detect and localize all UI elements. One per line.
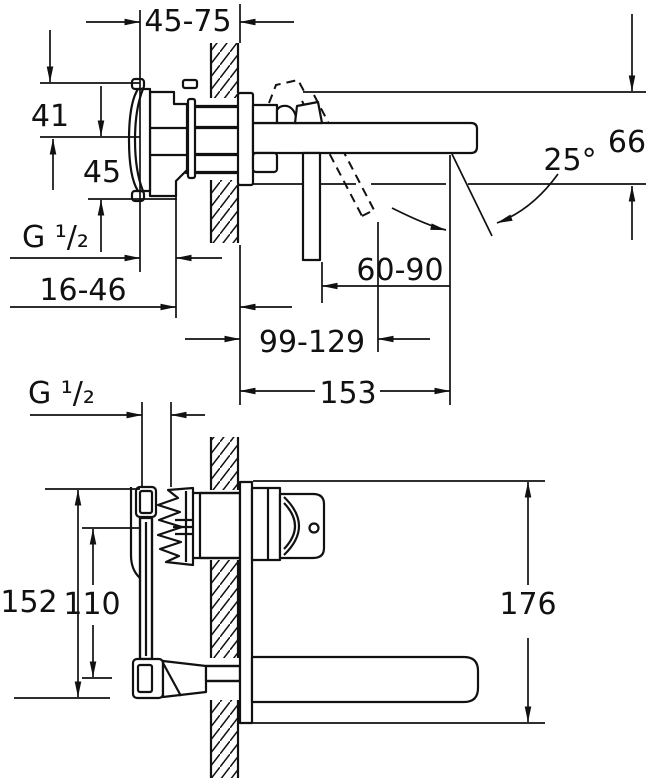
dim-angle: 25° [543,143,596,178]
wall-hatch-bottom [209,437,240,778]
dim-lower-height: 45 [83,155,121,190]
dimension-labels-bottom: G ¹/₂ 152 110 176 [0,376,556,622]
dim-lever-range: 60-90 [356,253,443,288]
escutcheon-plate-section [238,480,254,725]
lever-knuckle [293,100,324,125]
thread-label-bottom: G ¹/₂ [28,376,95,411]
dimension-lines-top [10,14,636,395]
dim-spout-drop: 66 [608,125,646,160]
lever-bar-down [301,151,322,262]
thread-label-top: G ¹/₂ [22,220,89,255]
dim-upper-height: 41 [31,99,69,134]
extension-lines-bottom [14,402,545,724]
set-screw-hole [308,522,320,534]
swivel-arc-arrow [391,207,447,231]
dim-spout-reach: 153 [319,376,376,411]
spout-side [251,121,479,174]
angle-leader-arrow [496,173,559,224]
spout-section [250,655,480,704]
wall-hatch-top [209,43,240,243]
mounting-bracket [129,485,242,700]
dim-outlet-range: 99-129 [259,325,365,360]
mounting-flange-serration [156,486,195,567]
dimension-lines-bottom [30,411,532,723]
dim-trim-height: 176 [499,587,556,622]
cartridge-dome [275,104,299,125]
top-view-side-section: 45-75 41 45 G ¹/₂ 16-46 60-90 25° 66 99-… [10,4,646,411]
spray-angle-line [451,153,493,237]
knob-dome-arc [283,496,300,556]
bottom-view-section: G ¹/₂ 152 110 176 [0,376,557,778]
cartridge-and-lever [251,100,324,262]
dim-connection-height: 152 [0,585,57,620]
handle-knob [250,486,326,562]
escutcheon-side [236,91,255,187]
dim-recess-range: 16-46 [39,273,126,308]
dimension-labels-top: 45-75 41 45 G ¹/₂ 16-46 60-90 25° 66 99-… [22,4,646,411]
dim-depth-range: 45-75 [144,4,231,39]
dim-bracket-height: 110 [63,587,120,622]
